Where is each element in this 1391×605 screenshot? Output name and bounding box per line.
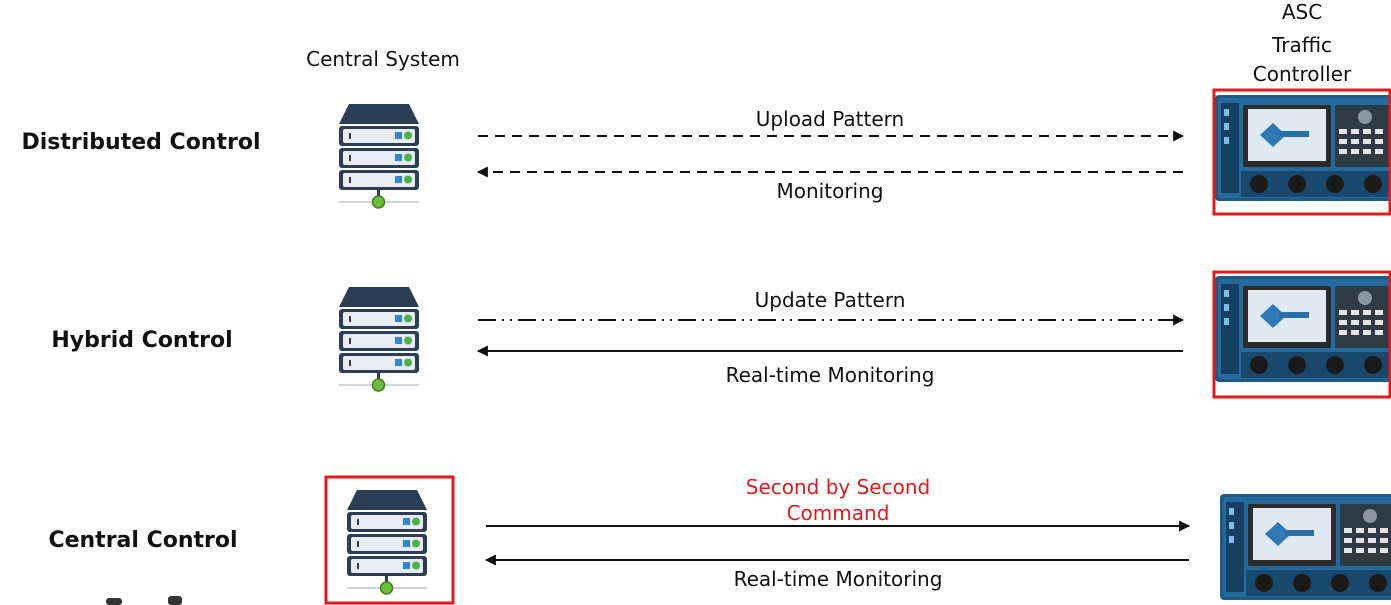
mode-label-central: Central Control xyxy=(48,528,237,553)
monitoring-label: Monitoring xyxy=(777,179,884,203)
traffic-controller-icon xyxy=(1215,276,1391,382)
controller-highlight-box xyxy=(1212,270,1391,399)
asc-label-line-1: ASC xyxy=(1282,0,1322,24)
asc-label-line-2: Traffic xyxy=(1271,33,1332,57)
realtime-monitoring-label: Real-time Monitoring xyxy=(726,363,935,387)
asc-label-line-3: Controller xyxy=(1253,62,1352,86)
server-icon xyxy=(338,286,420,392)
partial-figure-icon xyxy=(106,596,182,605)
central-system-label: Central System xyxy=(306,47,460,71)
server-icon xyxy=(346,489,428,595)
mode-label-hybrid: Hybrid Control xyxy=(51,328,232,353)
second-by-second-label-line-1: Second by Second xyxy=(746,475,930,499)
update-pattern-label: Update Pattern xyxy=(755,288,906,312)
traffic-controller-icon xyxy=(1215,95,1391,201)
server-icon xyxy=(338,103,420,209)
traffic-controller-icon xyxy=(1220,494,1391,600)
controller-highlight-box xyxy=(1212,88,1391,216)
realtime-monitoring-label: Real-time Monitoring xyxy=(734,567,943,591)
mode-label-distributed: Distributed Control xyxy=(21,130,260,155)
upload-pattern-label: Upload Pattern xyxy=(756,107,904,131)
server-highlight-box xyxy=(324,475,455,605)
second-by-second-label-line-2: Command xyxy=(787,501,890,525)
